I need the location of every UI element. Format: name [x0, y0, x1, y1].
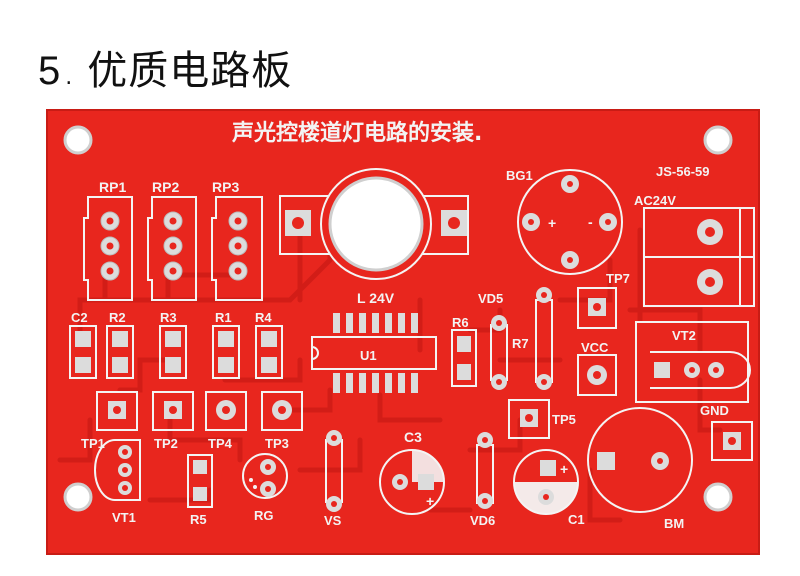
- bridge-bg1: [517, 169, 623, 275]
- label-r3: R3: [160, 310, 177, 325]
- label-js: JS-56-59: [656, 164, 709, 179]
- label-tp1: TP1: [81, 436, 105, 451]
- transistor-vt1: [94, 439, 141, 501]
- test-point-tp5: [508, 399, 550, 439]
- mount-hole-bottom-left: [63, 482, 93, 512]
- vd5-r7: [490, 287, 553, 390]
- label-rg: RG: [254, 508, 274, 523]
- buzzer-bm: [587, 407, 693, 513]
- ic-u1-footprint: [311, 313, 437, 393]
- label-tp3: TP3: [265, 436, 289, 451]
- component-vs: [325, 430, 343, 512]
- label-bm: BM: [664, 516, 684, 531]
- label-tp2: TP2: [154, 436, 178, 451]
- transistor-vt2: [635, 321, 751, 403]
- label-gnd: GND: [700, 403, 729, 418]
- label-vd5: VD5: [478, 291, 503, 306]
- resistor-r5: [187, 454, 213, 508]
- smd-pads-row: [69, 325, 283, 379]
- label-rp1: RP1: [99, 179, 126, 195]
- test-points-left: [96, 391, 303, 431]
- label-vt2: VT2: [672, 328, 696, 343]
- label-rp2: RP2: [152, 179, 179, 195]
- lamp-mount: [279, 168, 469, 280]
- bg1-plus: +: [548, 215, 556, 231]
- label-l24v: L 24V: [357, 290, 395, 306]
- label-r1: R1: [215, 310, 232, 325]
- board-title: 声光控楼道灯电路的安装.: [231, 120, 482, 146]
- label-c1: C1: [568, 512, 585, 527]
- capacitor-c1: [513, 449, 579, 515]
- heading-title: 优质电路板: [87, 48, 293, 94]
- label-vt1: VT1: [112, 510, 136, 525]
- heading-number: 5: [38, 49, 62, 93]
- label-r6: R6: [452, 315, 469, 330]
- label-vd6: VD6: [470, 513, 495, 528]
- test-point-gnd: [711, 421, 753, 461]
- mount-hole-top-left: [63, 125, 93, 155]
- label-r4: R4: [255, 310, 272, 325]
- capacitor-c3: [379, 449, 445, 515]
- mount-hole-bottom-right: [703, 482, 733, 512]
- label-ac24v: AC24V: [634, 193, 676, 208]
- mount-hole-top-right: [703, 125, 733, 155]
- test-point-tp7: [577, 287, 617, 329]
- page-heading: 5. 优质电路板: [38, 38, 292, 96]
- diode-vd6: [476, 432, 494, 509]
- label-c2: C2: [71, 310, 88, 325]
- label-tp4: TP4: [208, 436, 233, 451]
- label-r5: R5: [190, 512, 207, 527]
- c1-plus: +: [560, 461, 568, 477]
- label-r2: R2: [109, 310, 126, 325]
- terminal-ac24v: [643, 207, 755, 307]
- label-vs: VS: [324, 513, 342, 528]
- photoresistor-rg: [242, 453, 288, 499]
- bg1-minus: -: [588, 214, 593, 230]
- mounting-holes: [63, 125, 733, 512]
- label-tp7: TP7: [606, 271, 630, 286]
- label-rp3: RP3: [212, 179, 239, 195]
- label-u1: U1: [360, 348, 377, 363]
- c3-plus: +: [426, 493, 434, 509]
- label-r7: R7: [512, 336, 529, 351]
- label-vcc: VCC: [581, 340, 609, 355]
- label-bg1: BG1: [506, 168, 533, 183]
- label-tp5: TP5: [552, 412, 576, 427]
- label-c3: C3: [404, 429, 422, 445]
- heading-dot: .: [65, 65, 74, 90]
- resistor-r6: [451, 329, 477, 387]
- test-point-vcc: [577, 354, 617, 396]
- rp-connectors: [83, 196, 263, 301]
